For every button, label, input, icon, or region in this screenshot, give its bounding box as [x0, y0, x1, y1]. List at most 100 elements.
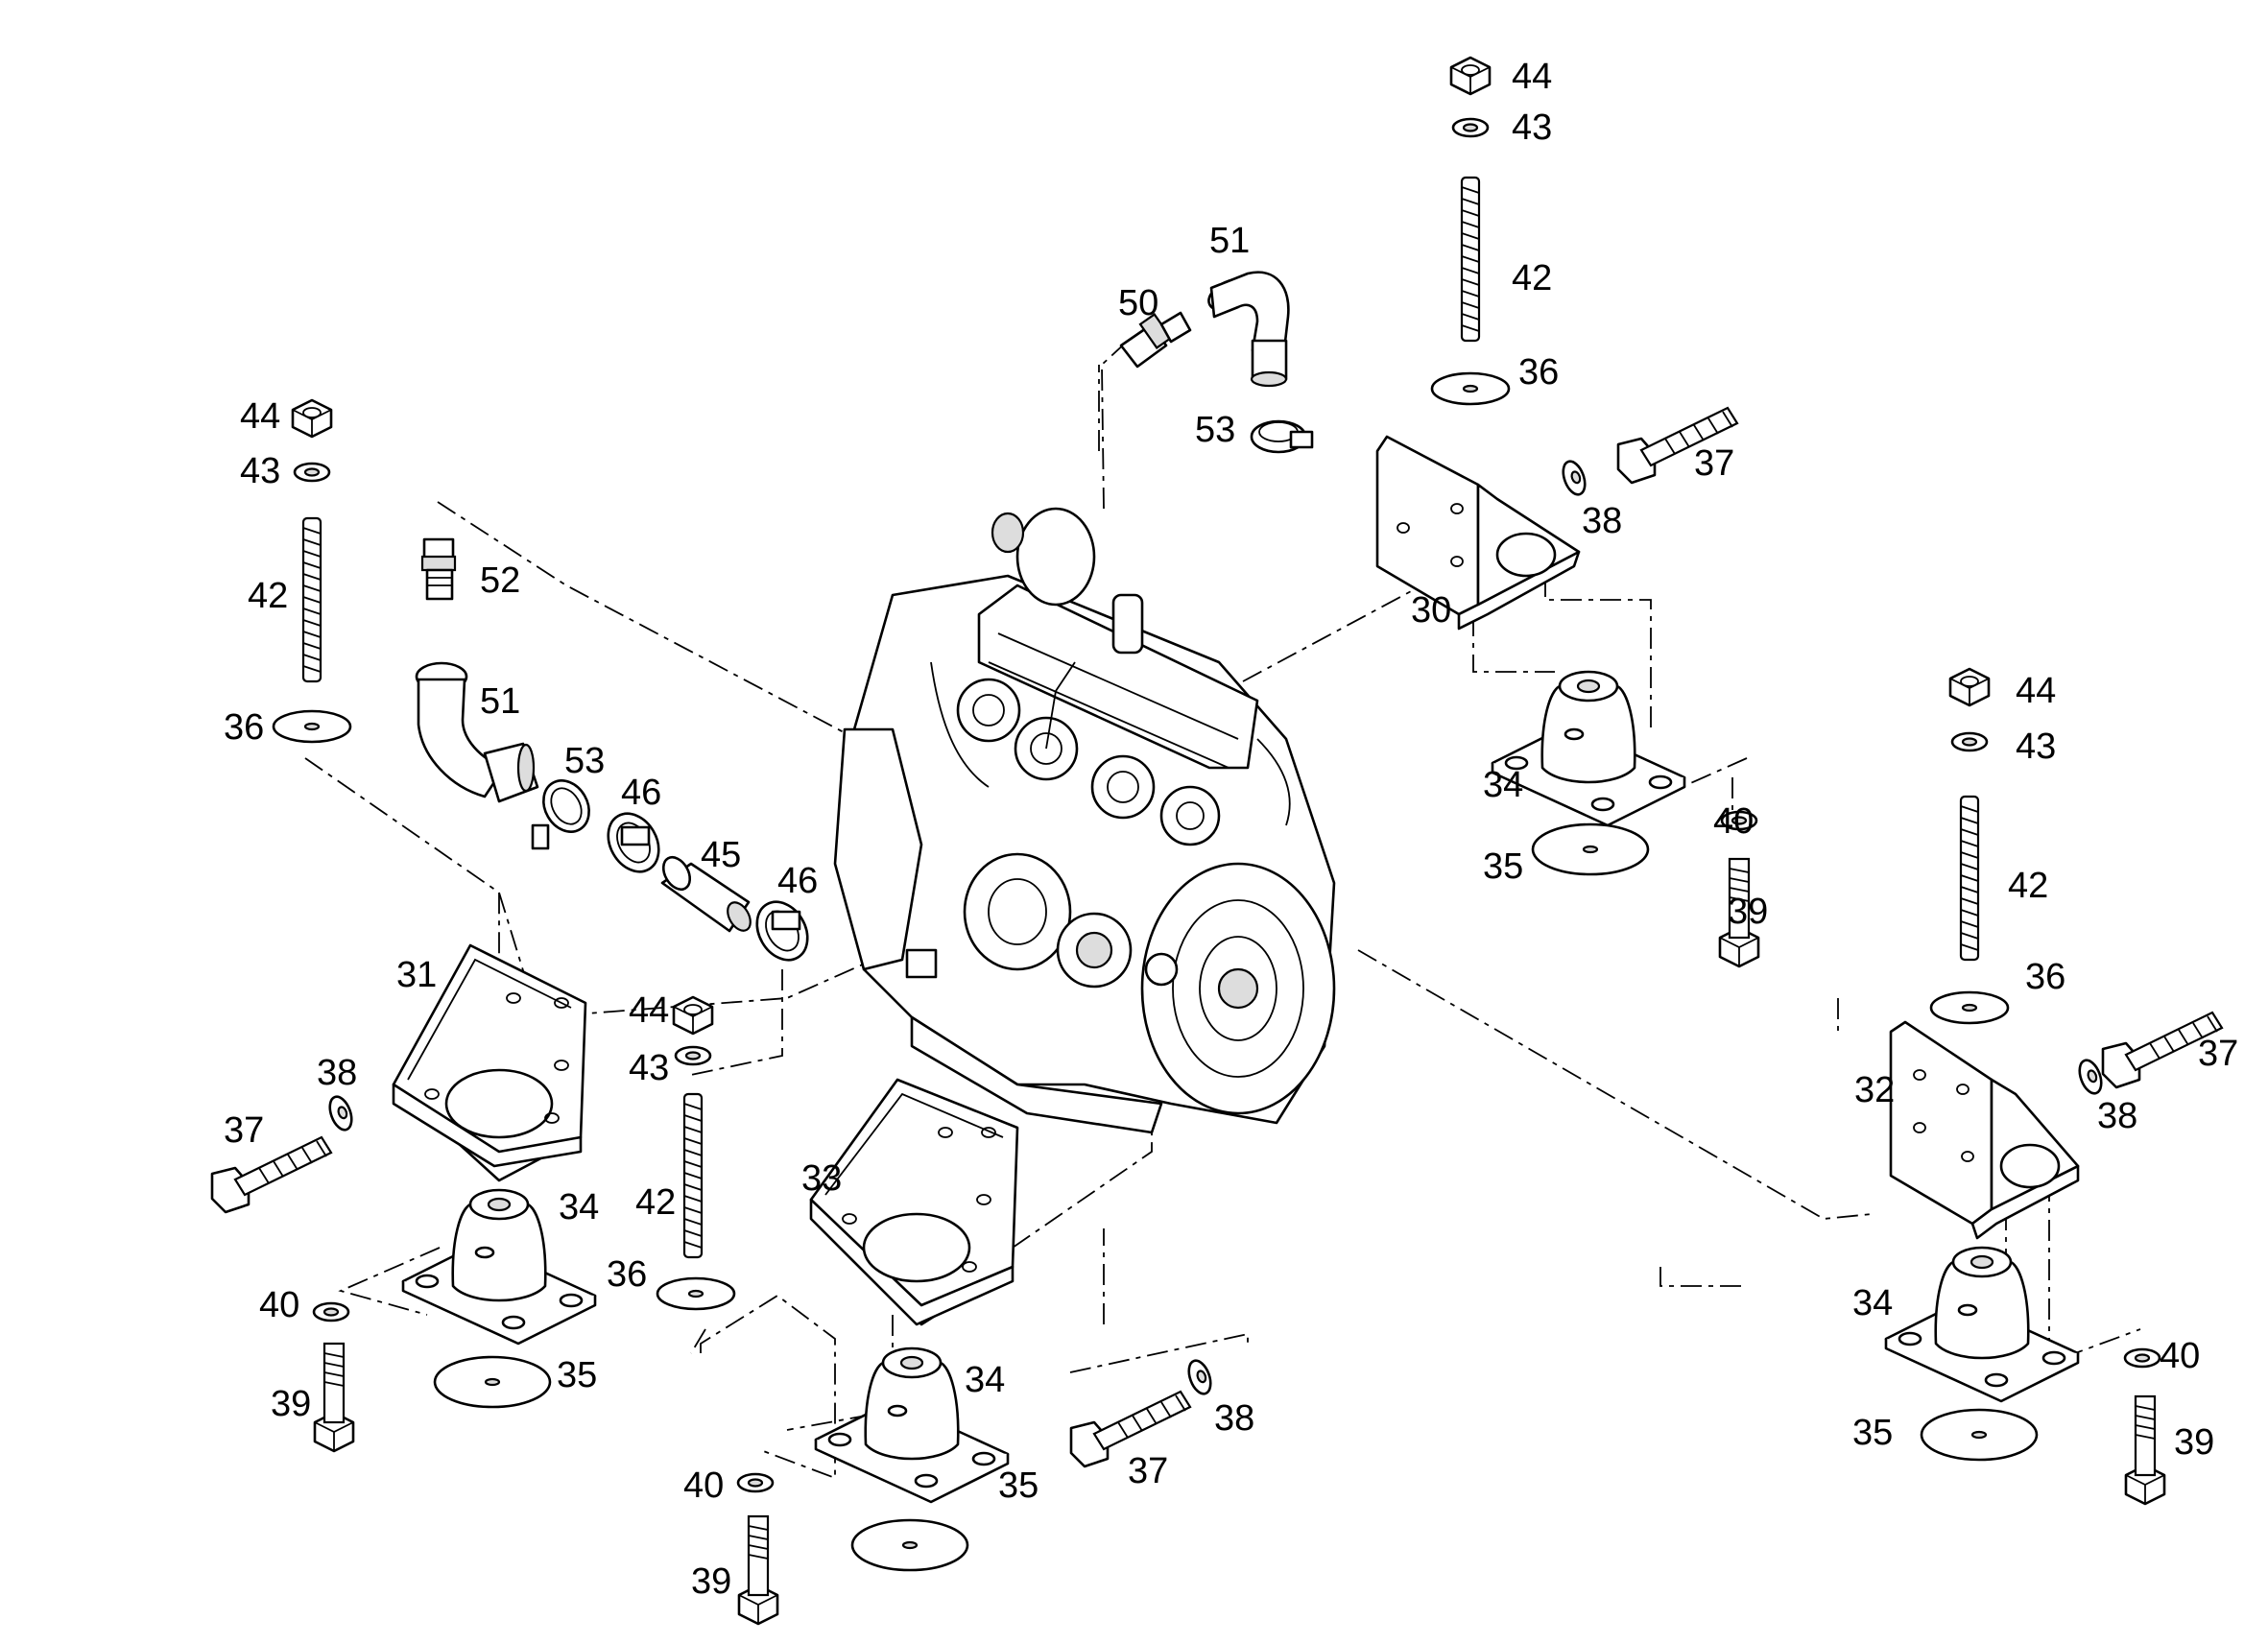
bracket-32	[1889, 1020, 2080, 1240]
washer-36-c	[1430, 371, 1511, 406]
callout-43: 43	[240, 451, 280, 491]
callout-44: 44	[629, 990, 669, 1031]
callout-46: 46	[777, 861, 818, 901]
engine-assembly	[833, 507, 1336, 1134]
callout-53: 53	[564, 741, 605, 781]
disc-35-d	[1920, 1408, 2039, 1462]
callout-39: 39	[2174, 1422, 2214, 1463]
nut-44-c	[1449, 56, 1492, 96]
callout-44: 44	[2016, 671, 2056, 711]
bolt-39-b	[737, 1514, 779, 1626]
clamp-53-b	[1250, 419, 1314, 454]
callout-52: 52	[480, 560, 520, 601]
callout-42: 42	[248, 576, 288, 616]
callout-40: 40	[2160, 1336, 2200, 1376]
nut-44-a	[291, 398, 333, 439]
mount-group-right-rear	[1375, 56, 1760, 968]
callout-37: 37	[2198, 1034, 2238, 1074]
callout-44: 44	[240, 396, 280, 437]
lock-washer-40-b	[736, 1472, 775, 1493]
bracket-31	[392, 943, 587, 1182]
callout-53: 53	[1195, 410, 1235, 450]
washer-36-d	[1929, 990, 2010, 1025]
lock-washer-40-d	[2123, 1347, 2161, 1369]
fitting-50	[1119, 311, 1192, 369]
hose-group-left	[415, 537, 809, 962]
fitting-52	[420, 537, 457, 601]
callout-38: 38	[1214, 1398, 1254, 1439]
callout-37: 37	[1694, 443, 1734, 484]
callout-34: 34	[1852, 1283, 1893, 1323]
lock-washer-43-c	[1451, 117, 1490, 138]
elbow-hose-51-b	[1207, 271, 1290, 388]
mount-group-right-front	[1884, 667, 2224, 1506]
callout-45: 45	[701, 835, 741, 875]
stud-42-b	[682, 1092, 704, 1259]
nut-44-d	[1948, 667, 1991, 707]
clamp-46-b	[755, 900, 809, 962]
callout-44: 44	[1512, 57, 1552, 97]
disc-35-a	[433, 1355, 552, 1409]
washer-36-a	[272, 709, 352, 744]
callout-42: 42	[635, 1182, 676, 1223]
bolt-39-a	[313, 1342, 355, 1453]
callout-33: 33	[801, 1158, 842, 1199]
washer-38-d	[2074, 1056, 2107, 1098]
bracket-30	[1375, 435, 1581, 631]
callout-36: 36	[224, 707, 264, 748]
callout-38: 38	[1582, 501, 1622, 541]
lock-washer-43-d	[1950, 731, 1989, 752]
callout-30: 30	[1411, 590, 1451, 631]
callout-46: 46	[621, 773, 661, 813]
mount-group-front	[656, 995, 1216, 1626]
mount-group-left	[210, 398, 597, 1453]
callout-37: 37	[224, 1110, 264, 1151]
callout-51: 51	[480, 681, 520, 722]
callout-38: 38	[2097, 1096, 2137, 1136]
washer-38-c	[1558, 457, 1590, 499]
callout-37: 37	[1128, 1451, 1168, 1491]
callout-36: 36	[1518, 352, 1559, 393]
callout-labels: 44 43 42 36 52 51 53 46 45 46 31 38 37 34 40 39 35 44 43 42…	[224, 57, 2238, 1602]
washer-38-b	[1183, 1356, 1216, 1398]
callout-39: 39	[691, 1561, 731, 1602]
disc-35-c	[1531, 822, 1650, 876]
washer-36-b	[656, 1276, 736, 1311]
callout-40: 40	[683, 1465, 724, 1506]
bracket-33	[809, 1078, 1019, 1326]
callout-35: 35	[557, 1355, 597, 1395]
callout-34: 34	[1483, 765, 1523, 805]
lock-washer-43-a	[293, 462, 331, 483]
washer-38-a	[324, 1092, 357, 1134]
hose-group-top	[1101, 271, 1314, 510]
pipe-45	[660, 855, 752, 933]
callout-43: 43	[2016, 727, 2056, 767]
callout-31: 31	[396, 955, 437, 995]
lock-washer-43-b	[674, 1045, 712, 1066]
callout-50: 50	[1118, 283, 1158, 323]
disc-35-b	[850, 1518, 969, 1572]
callout-43: 43	[1512, 107, 1552, 148]
stud-42-a	[301, 516, 322, 683]
lock-washer-40-a	[312, 1301, 350, 1322]
stud-42-d	[1959, 795, 1980, 962]
callout-35: 35	[1483, 846, 1523, 887]
clamp-46-a	[607, 812, 660, 873]
callout-39: 39	[271, 1384, 311, 1424]
callout-40: 40	[259, 1285, 299, 1325]
callout-38: 38	[317, 1053, 357, 1093]
callout-42: 42	[1512, 258, 1552, 298]
callout-35: 35	[998, 1465, 1039, 1506]
callout-43: 43	[629, 1048, 669, 1088]
nut-44-b	[672, 995, 714, 1036]
callout-36: 36	[607, 1254, 647, 1295]
callout-36: 36	[2025, 957, 2065, 997]
callout-42: 42	[2008, 866, 2048, 906]
callout-34: 34	[559, 1187, 599, 1227]
callout-40: 40	[1713, 801, 1754, 842]
callout-39: 39	[1728, 892, 1768, 932]
callout-51: 51	[1209, 221, 1250, 261]
stud-42-c	[1460, 176, 1481, 343]
callout-34: 34	[965, 1360, 1005, 1400]
